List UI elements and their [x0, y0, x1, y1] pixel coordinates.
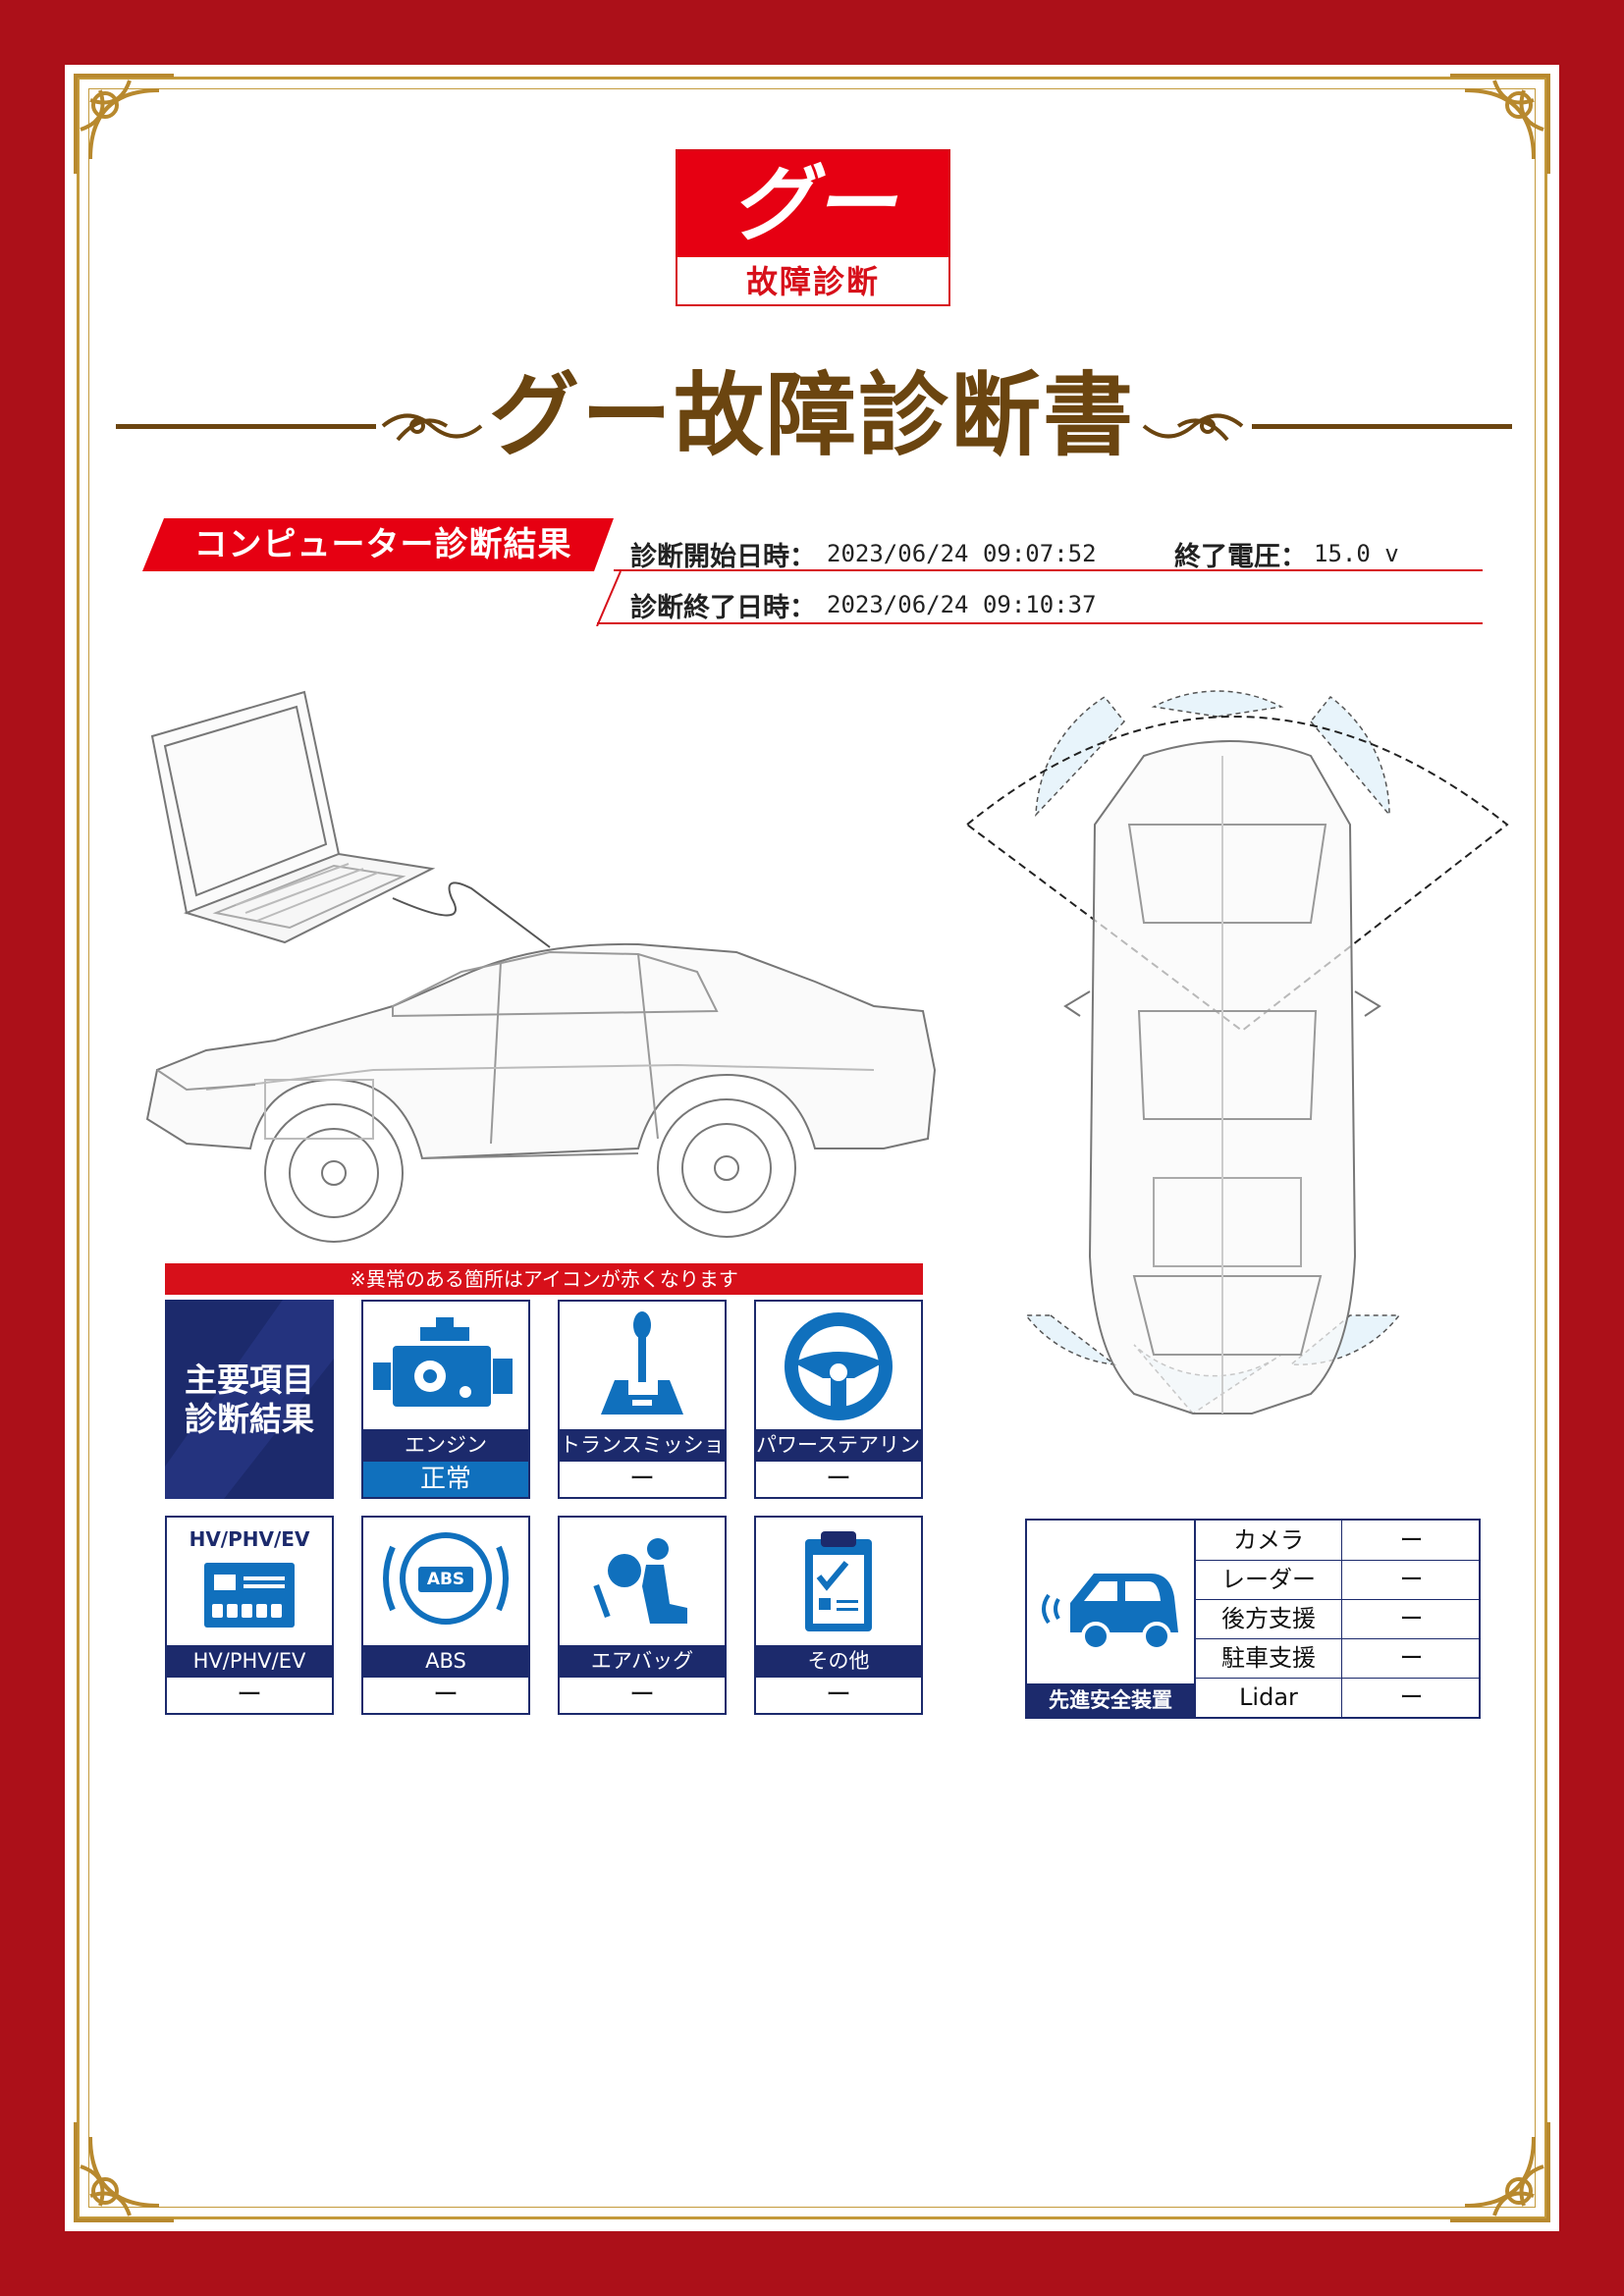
corner-ornament-icon	[1450, 74, 1550, 174]
item-engine: エンジン 正常	[361, 1300, 530, 1499]
safety-row-value: ー	[1399, 1605, 1424, 1632]
safety-row-name: レーダー	[1196, 1560, 1342, 1599]
info-rule-2	[597, 622, 1483, 624]
flourish-right-icon	[1142, 413, 1244, 442]
safety-row-lidar: Lidar ー	[1196, 1678, 1481, 1717]
hybrid-badge: HV/PHV/EV	[189, 1527, 310, 1551]
safety-row-value: ー	[1399, 1683, 1424, 1711]
item-label: パワーステアリング	[756, 1429, 921, 1462]
safety-row-camera: カメラ ー	[1196, 1521, 1481, 1561]
safety-row-rear-assist: 後方支援 ー	[1196, 1599, 1481, 1639]
main-items-title-2: 診断結果	[185, 1400, 314, 1438]
hybrid-battery-icon	[204, 1563, 295, 1628]
steering-wheel-icon	[785, 1312, 893, 1420]
safety-row-name: 駐車支援	[1196, 1638, 1342, 1678]
item-hybrid: HV/PHV/EV HV/PHV/EV ー	[165, 1516, 334, 1715]
end-value: 2023/06/24 09:10:37	[827, 591, 1097, 618]
abs-icon	[383, 1532, 509, 1625]
abnormality-note: ※異常のある箇所はアイコンが赤くなります	[165, 1263, 923, 1295]
item-label: エンジン	[363, 1429, 528, 1462]
item-label: トランスミッション	[560, 1429, 725, 1462]
title-rule-left	[116, 424, 376, 429]
item-result: ー	[825, 1681, 851, 1710]
corner-ornament-icon	[74, 2122, 174, 2222]
item-result: ー	[236, 1681, 262, 1710]
title-rule-right	[1252, 424, 1512, 429]
safety-row-radar: レーダー ー	[1196, 1560, 1481, 1600]
start-value: 2023/06/24 09:07:52	[827, 540, 1097, 567]
safety-row-value: ー	[1399, 1644, 1424, 1672]
safety-equipment-table: 先進安全装置 カメラ ー レーダー ー 後方支援 ー 駐車支援 ー Lidar …	[1025, 1519, 1481, 1719]
safety-row-parking-assist: 駐車支援 ー	[1196, 1638, 1481, 1679]
item-result: ー	[628, 1465, 655, 1494]
info-slash	[596, 571, 622, 626]
flourish-left-icon	[381, 413, 483, 442]
item-abs: ABS ABS ー	[361, 1516, 530, 1715]
item-label: その他	[756, 1645, 921, 1678]
item-power-steering: パワーステアリング ー	[754, 1300, 923, 1499]
corner-ornament-icon	[1450, 2122, 1550, 2222]
section-banner-shape	[142, 518, 614, 571]
voltage-value: 15.0 v	[1314, 540, 1399, 567]
item-label: ABS	[363, 1645, 528, 1678]
logo-subtitle: 故障診断	[745, 263, 880, 300]
abs-badge: ABS	[426, 1570, 465, 1589]
safety-label: 先進安全装置	[1027, 1683, 1194, 1717]
item-airbag: エアバッグ ー	[558, 1516, 727, 1715]
car-top-illustration	[965, 690, 1509, 1415]
page-title: グー故障診断書	[488, 362, 1135, 468]
airbag-icon	[593, 1538, 687, 1624]
corner-ornament-icon	[74, 74, 174, 174]
car-sensor-icon	[1042, 1574, 1178, 1651]
item-label: エアバッグ	[560, 1645, 725, 1678]
item-transmission: トランスミッション ー	[558, 1300, 727, 1499]
safety-row-name: カメラ	[1196, 1521, 1342, 1560]
gear-shift-icon	[601, 1311, 683, 1415]
gold-border	[77, 77, 1547, 2219]
start-label: 診断開始日時：	[630, 542, 816, 572]
main-items-tile: 主要項目 診断結果	[165, 1300, 334, 1499]
section-banner: コンピューター診断結果	[193, 525, 572, 564]
safety-grid: カメラ ー レーダー ー 後方支援 ー 駐車支援 ー Lidar ー	[1194, 1521, 1481, 1717]
safety-row-value: ー	[1399, 1566, 1424, 1593]
goo-logo: グー 故障診断	[676, 149, 950, 306]
item-result: ー	[825, 1465, 851, 1494]
main-items-title-1: 主要項目	[185, 1361, 314, 1399]
car-side-illustration	[145, 690, 937, 1243]
voltage-label: 終了電圧：	[1174, 542, 1307, 572]
info-rule-1	[614, 569, 1483, 571]
clipboard-icon	[805, 1531, 872, 1631]
safety-row-name: Lidar	[1196, 1678, 1342, 1717]
logo-mark: グー	[730, 156, 895, 252]
item-result: ー	[628, 1681, 655, 1710]
engine-icon	[373, 1317, 513, 1407]
end-label: 診断終了日時：	[630, 593, 816, 623]
item-result: ー	[432, 1681, 459, 1710]
item-result: 正常	[363, 1462, 528, 1497]
item-label: HV/PHV/EV	[167, 1645, 332, 1678]
safety-row-value: ー	[1399, 1526, 1424, 1554]
safety-row-name: 後方支援	[1196, 1599, 1342, 1638]
item-other: その他 ー	[754, 1516, 923, 1715]
gold-border-inner	[88, 88, 1536, 2208]
